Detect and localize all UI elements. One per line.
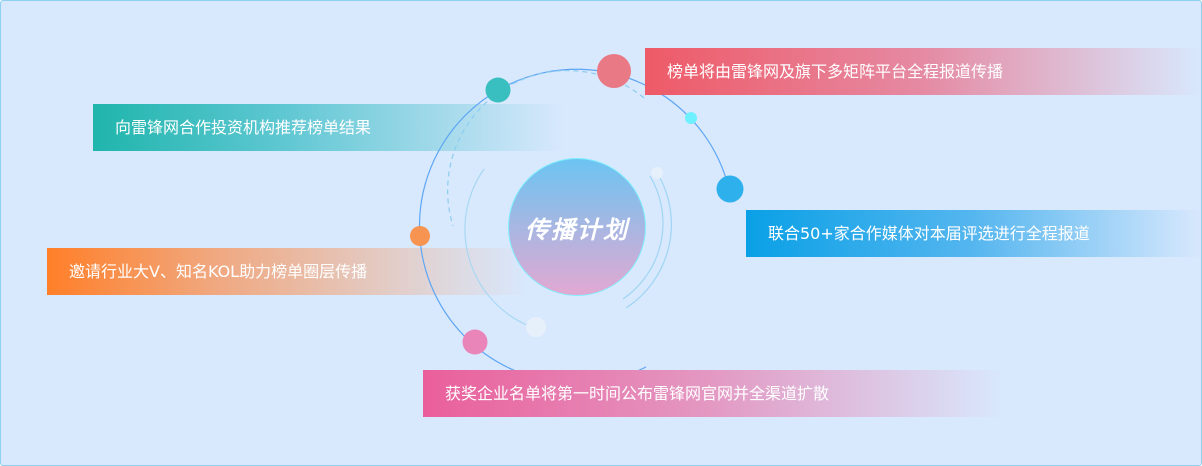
inner-orbit-right-2 [625, 175, 672, 309]
dot-teal [485, 77, 511, 103]
plan-item-media: 联合50+家合作媒体对本届评选进行全程报道 [746, 210, 1201, 257]
dot-cyan [685, 112, 697, 124]
inner-orbit-left [464, 168, 530, 327]
center-title: 传播计划 [508, 158, 646, 296]
inner-orbit-right-1 [622, 175, 664, 300]
plan-item-winners: 获奖企业名单将第一时间公布雷锋网官网并全渠道扩散 [423, 370, 1003, 417]
dot-white [526, 317, 546, 337]
dot-white-small [651, 167, 663, 179]
dot-orange [410, 226, 430, 246]
dot-pink [462, 329, 488, 355]
plan-item-investors: 向雷锋网合作投资机构推荐榜单结果 [93, 104, 563, 151]
dot-blue [716, 175, 744, 203]
plan-item-kol: 邀请行业大V、知名KOL助力榜单圈层传播 [47, 248, 527, 295]
dot-red [597, 54, 631, 88]
plan-item-platform: 榜单将由雷锋网及旗下多矩阵平台全程报道传播 [645, 48, 1201, 95]
